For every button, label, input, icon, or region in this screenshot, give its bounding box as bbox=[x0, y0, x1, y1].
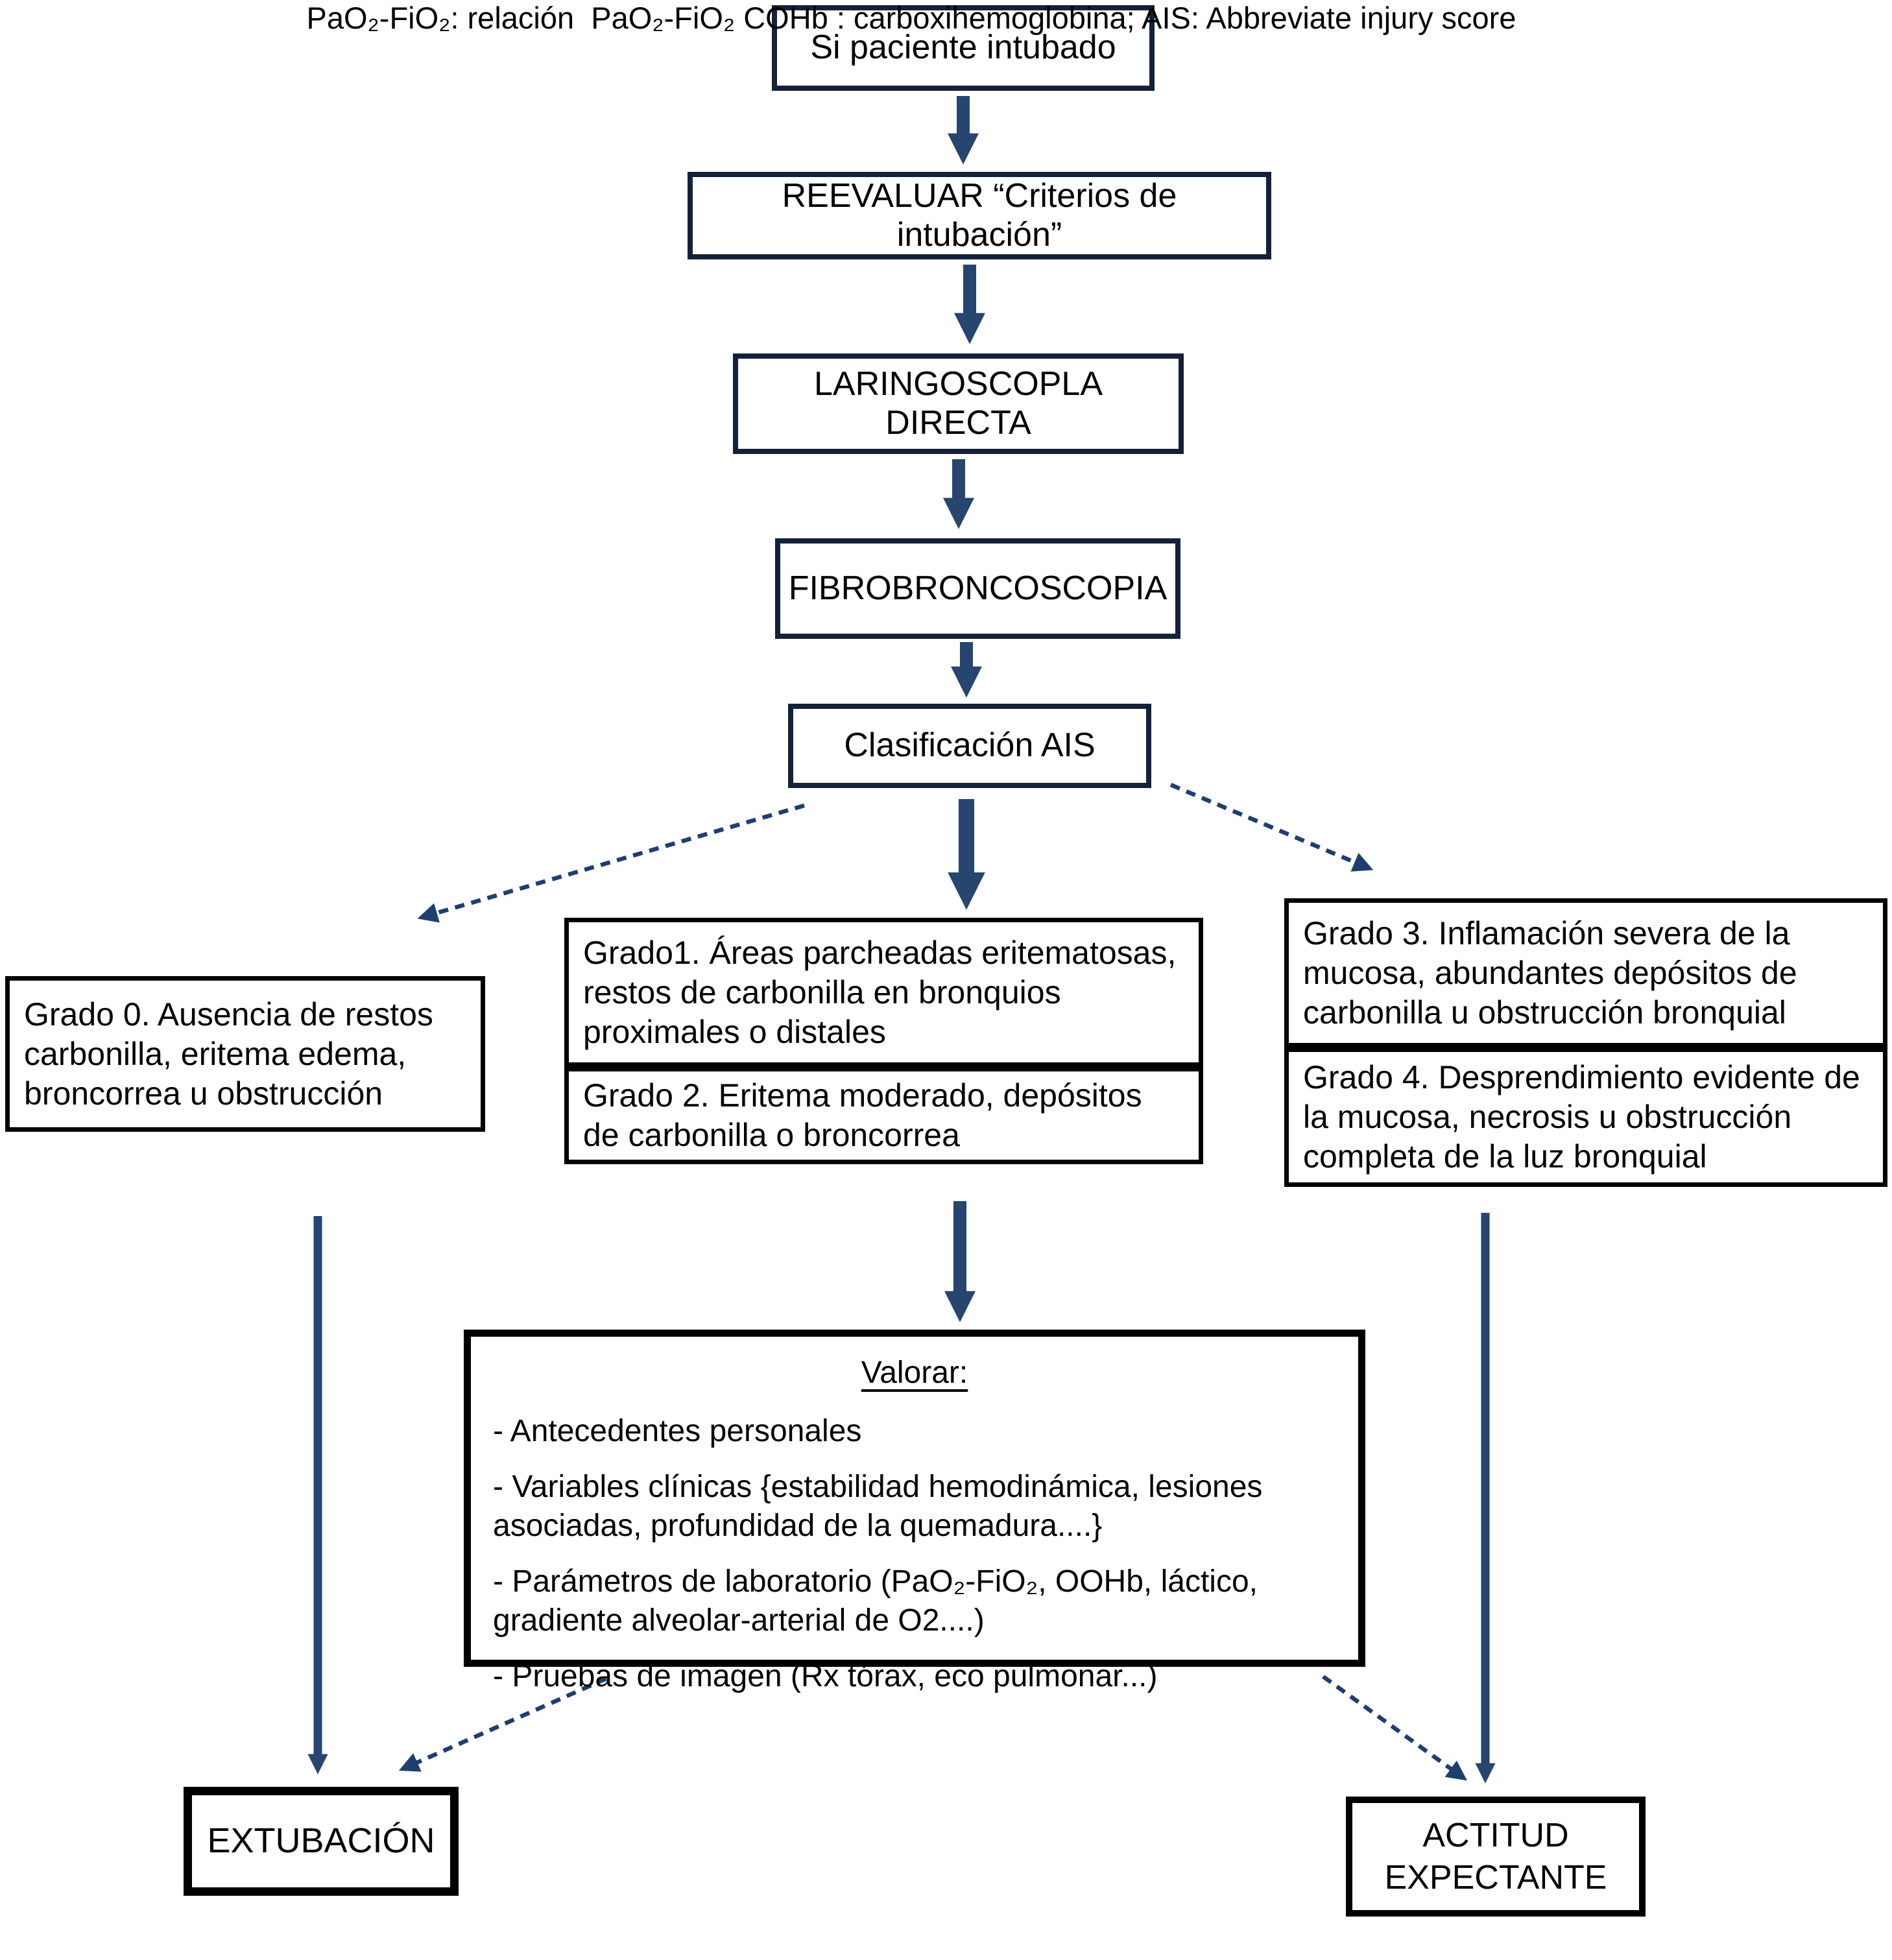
node-extubacion: EXTUBACIÓN bbox=[184, 1787, 459, 1896]
node-grado-4-label: Grado 4. Desprendimiento evidente de la … bbox=[1303, 1059, 1860, 1175]
node-grado-1-label: Grado1. Áreas parcheadas eritematosas, r… bbox=[583, 934, 1177, 1050]
node-grado-3: Grado 3. Inflamación severa de la mucosa… bbox=[1284, 898, 1887, 1047]
node-si-paciente-label: Si paciente intubado bbox=[810, 29, 1116, 67]
node-grado-2: Grado 2. Eritema moderado, depósitos de … bbox=[564, 1067, 1203, 1164]
valorar-item-antecedentes: - Antecedentes personales bbox=[493, 1414, 862, 1448]
node-actitud-label: ACTITUD EXPECTANTE bbox=[1384, 1816, 1607, 1896]
footer-legend: PaO₂-FiO₂: relación PaO₂-FiO₂ COHb : car… bbox=[306, 1, 1516, 35]
dashed-arrow-clasificacion-to-grado3 bbox=[1169, 783, 1374, 872]
valorar-item-variables-clinicas: - Variables clínicas {estabilidad hemodi… bbox=[493, 1470, 1263, 1543]
node-fibrobroncoscopia: FIBROBRONCOSCOPIA bbox=[775, 538, 1180, 639]
node-grado-0: Grado 0. Ausencia de restos carbonilla, … bbox=[5, 976, 485, 1132]
node-grado-2-label: Grado 2. Eritema moderado, depósitos de … bbox=[583, 1077, 1142, 1153]
node-grado-1: Grado1. Áreas parcheadas eritematosas, r… bbox=[564, 918, 1203, 1067]
node-actitud-expectante: ACTITUD EXPECTANTE bbox=[1346, 1797, 1646, 1917]
valorar-item-pruebas-imagen: - Pruebas de imagen (Rx tórax, eco pulmo… bbox=[493, 1659, 1158, 1693]
node-reevaluar-criterios: REEVALUAR “Criterios de intubación” bbox=[688, 172, 1271, 259]
node-clasificacion-label: Clasificación AIS bbox=[844, 726, 1096, 765]
node-clasificacion-ais: Clasificación AIS bbox=[788, 704, 1151, 788]
dashed-arrow-clasificacion-to-grado0 bbox=[417, 803, 805, 923]
node-laringoscopia-label: LARINGOSCOPLA DIRECTA bbox=[813, 365, 1103, 442]
node-extubacion-label: EXTUBACIÓN bbox=[207, 1821, 435, 1861]
node-grado-3-label: Grado 3. Inflamación severa de la mucosa… bbox=[1303, 914, 1797, 1031]
node-laringoscopia-directa: LARINGOSCOPLA DIRECTA bbox=[733, 353, 1184, 454]
dashed-arrow-valorar-to-actitud bbox=[1322, 1675, 1468, 1781]
valorar-item-parametros-laboratorio: - Parámetros de laboratorio (PaO₂-FiO₂, … bbox=[493, 1564, 1258, 1638]
valorar-box: Valorar: - Antecedentes personales - Var… bbox=[464, 1330, 1365, 1693]
node-fibrobroncoscopia-label: FIBROBRONCOSCOPIA bbox=[788, 569, 1168, 607]
valorar-title: Valorar: bbox=[861, 1356, 968, 1390]
node-grado-4: Grado 4. Desprendimiento evidente de la … bbox=[1284, 1047, 1887, 1187]
node-reevaluar-label: REEVALUAR “Criterios de intubación” bbox=[782, 176, 1177, 254]
node-si-paciente-intubado: Si paciente intubado bbox=[772, 5, 1155, 91]
node-grado-0-label: Grado 0. Ausencia de restos carbonilla, … bbox=[24, 996, 433, 1112]
